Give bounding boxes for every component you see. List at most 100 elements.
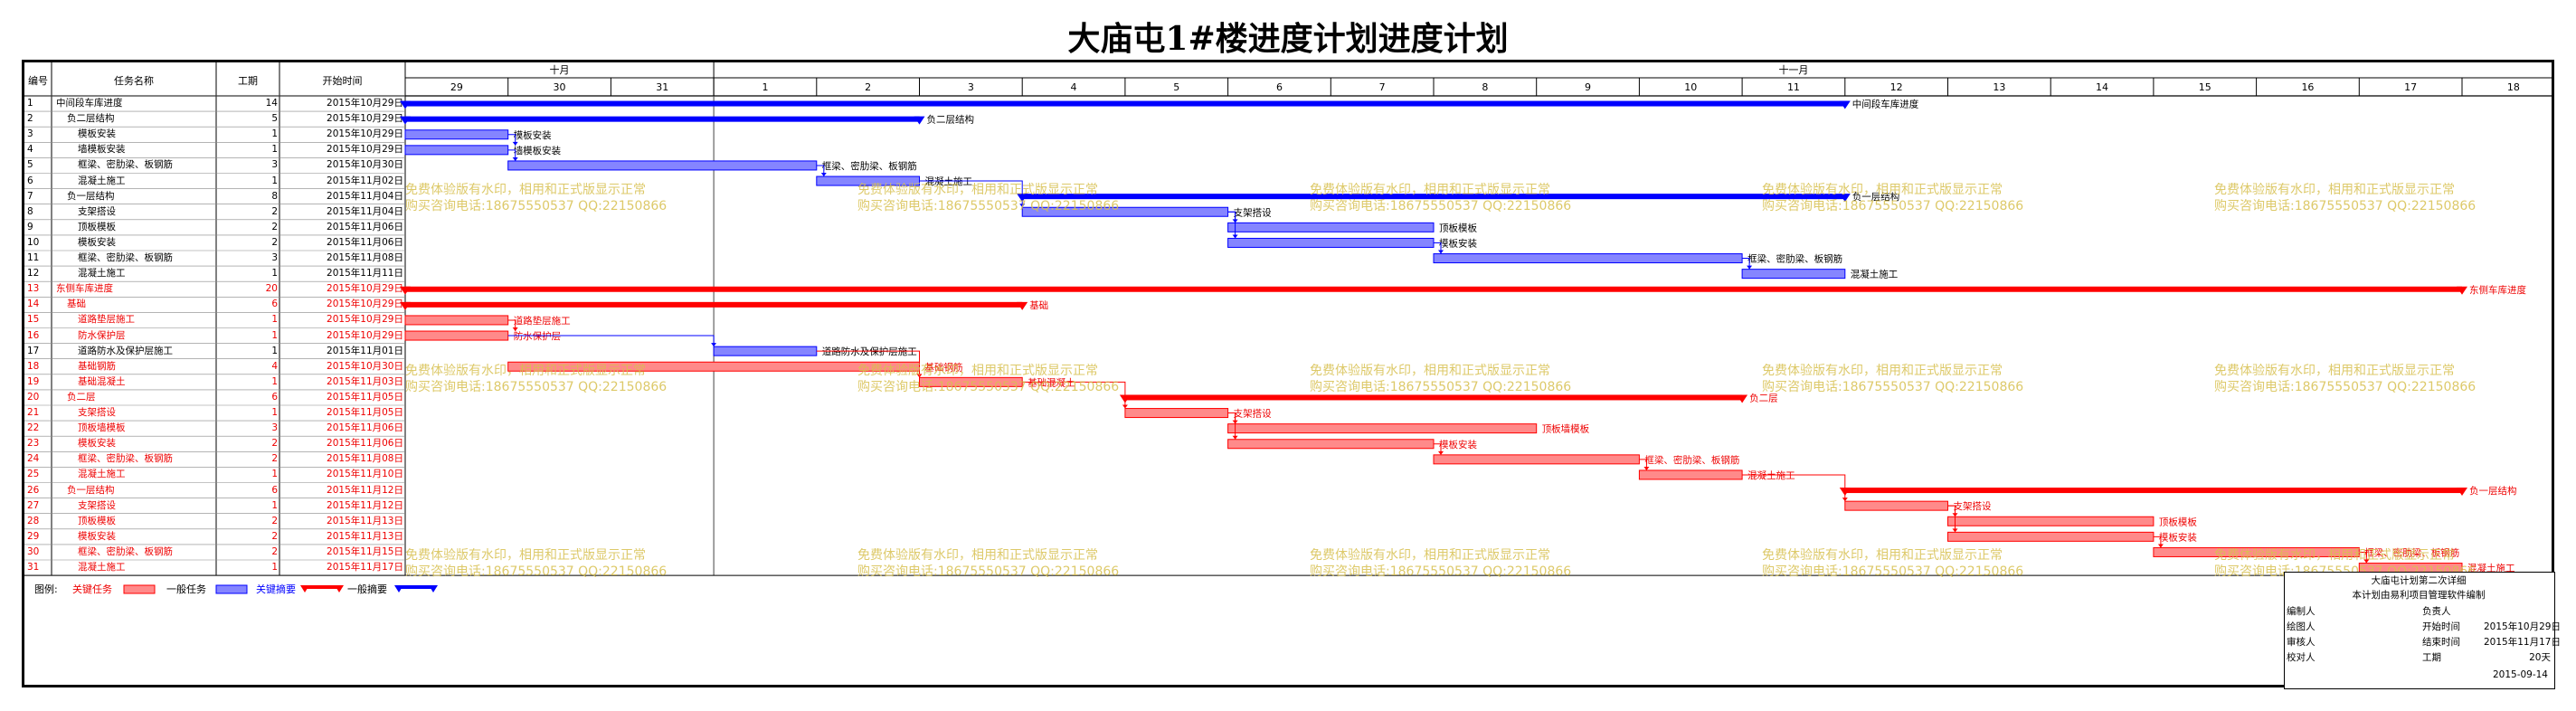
info-cell: 结束时间 — [2422, 637, 2460, 648]
day-label: 30 — [554, 81, 566, 93]
task-start: 2015年10月29日 — [327, 283, 403, 295]
dependency-link — [1742, 258, 1750, 270]
task-duration: 1 — [271, 375, 278, 387]
task-name: 混凝土施工 — [78, 175, 126, 186]
task-name: 中间段车库进度 — [56, 98, 123, 109]
task-start: 2015年10月29日 — [327, 314, 403, 326]
task-bar-label: 顶板墙模板 — [1542, 423, 1590, 435]
task-bar-label: 框梁、密肋梁、板钢筋 — [1644, 454, 1739, 466]
task-duration: 2 — [271, 205, 278, 217]
dependency-link — [507, 335, 715, 347]
task-id: 16 — [27, 329, 40, 341]
dependency-arrow — [820, 173, 827, 177]
task-start: 2015年11月05日 — [327, 391, 403, 403]
task-start: 2015年11月13日 — [327, 530, 403, 542]
info-cell: 2015年11月17日 — [2484, 637, 2561, 648]
task-id: 10 — [27, 236, 40, 248]
legend-critical-summary: 关键摘要 — [256, 583, 296, 595]
task-bar — [1433, 253, 1743, 264]
day-label: 11 — [1787, 81, 1800, 93]
summary-bar — [1124, 394, 1743, 401]
task-duration: 6 — [271, 484, 278, 496]
task-duration: 1 — [271, 499, 278, 511]
task-duration: 1 — [271, 345, 278, 356]
task-bar-label: 模板安装 — [1439, 237, 1477, 249]
dependency-arrow — [1438, 450, 1444, 455]
task-name: 道路垫层施工 — [78, 314, 135, 326]
task-name: 防水保护层 — [78, 329, 126, 341]
task-start: 2015年11月04日 — [327, 205, 403, 217]
day-label: 14 — [2096, 81, 2108, 93]
legend-normal-summary: 一般摘要 — [347, 583, 387, 595]
task-id: 11 — [27, 252, 40, 263]
task-bar-label: 模板安装 — [2159, 531, 2197, 543]
task-id: 12 — [27, 268, 40, 280]
task-id: 2 — [27, 113, 33, 125]
legend-normal-summary-swatch — [398, 585, 434, 589]
task-name: 支架搭设 — [78, 499, 116, 511]
dependency-link — [919, 180, 1023, 208]
task-name: 负二层 — [67, 391, 96, 403]
task-id: 6 — [27, 175, 33, 186]
task-id: 31 — [27, 562, 40, 573]
dependency-link — [2359, 551, 2367, 564]
task-name: 顶板模板 — [78, 221, 116, 232]
dependency-link — [1227, 412, 1236, 440]
task-bar-label: 顶板模板 — [2159, 516, 2197, 527]
task-bar-label: 混凝土施工 — [2467, 563, 2515, 574]
legend-normal-task-swatch — [215, 584, 248, 594]
task-name: 墙模板安装 — [78, 144, 126, 156]
info-cell: 校对人 — [2287, 652, 2316, 663]
task-name: 混凝土施工 — [78, 469, 126, 480]
summary-bar — [1844, 488, 2462, 494]
day-label: 5 — [1173, 81, 1179, 93]
task-bar — [1741, 269, 1846, 280]
info-box — [2284, 572, 2555, 689]
day-label: 12 — [1890, 81, 1903, 93]
summary-start-marker — [400, 100, 411, 109]
day-label: 29 — [450, 81, 463, 93]
task-name: 基础钢筋 — [78, 360, 116, 372]
page-title: 大庙屯1#楼进度计划进度计划 — [1067, 20, 1509, 58]
task-name: 模板安装 — [78, 236, 116, 248]
dependency-arrow — [512, 141, 518, 146]
dependency-link — [1434, 443, 1442, 455]
task-id: 9 — [27, 221, 33, 232]
dependency-arrow — [1019, 204, 1026, 208]
task-bar — [1021, 206, 1229, 217]
dependency-arrow — [2363, 559, 2370, 564]
dependency-arrow — [1747, 265, 1753, 270]
task-start: 2015年11月12日 — [327, 484, 403, 496]
dependency-arrow — [512, 327, 518, 332]
info-cell: 2015年10月29日 — [2484, 621, 2561, 632]
day-label: 31 — [656, 81, 668, 93]
task-bar-label: 中间段车库进度 — [1852, 99, 1919, 110]
legend-critical-summary-marker — [335, 585, 344, 592]
task-start: 2015年10月30日 — [327, 159, 403, 171]
task-bar-label: 东侧车库进度 — [2469, 284, 2526, 296]
task-bar — [404, 129, 509, 140]
task-duration: 1 — [271, 562, 278, 573]
task-name: 模板安装 — [78, 438, 116, 450]
task-id: 4 — [27, 144, 33, 156]
task-name: 基础 — [67, 299, 86, 310]
info-cell: 20天 — [2529, 652, 2551, 663]
task-id: 13 — [27, 283, 40, 295]
task-bar-label: 混凝土施工 — [1851, 269, 1899, 280]
task-start: 2015年11月12日 — [327, 499, 403, 511]
task-bar-label: 负二层 — [1749, 392, 1778, 403]
task-bar — [404, 315, 509, 326]
task-start: 2015年10月30日 — [327, 360, 403, 372]
dependency-arrow — [512, 156, 518, 161]
legend-normal-summary-marker — [394, 585, 403, 592]
task-bar — [404, 330, 509, 341]
task-start: 2015年10月29日 — [327, 98, 403, 109]
task-bar-label: 框梁、密肋梁、板钢筋 — [822, 160, 917, 172]
dependency-link — [1639, 459, 1647, 470]
day-label: 15 — [2199, 81, 2211, 93]
info-cell: 工期 — [2422, 652, 2441, 663]
summary-bar — [405, 301, 1023, 308]
summary-start-marker — [400, 286, 411, 295]
task-bar — [919, 376, 1023, 387]
